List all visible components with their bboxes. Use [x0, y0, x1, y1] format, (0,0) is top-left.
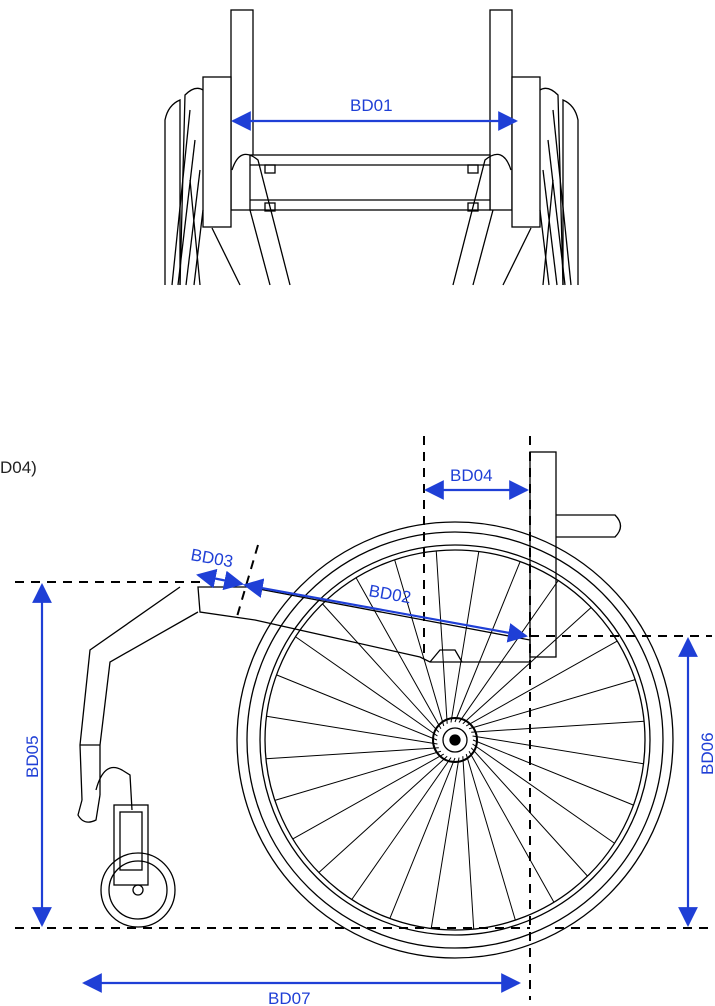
reference-lines — [15, 436, 712, 1000]
bd02-dimension-arrow — [243, 578, 528, 643]
wheel-spoke — [266, 715, 438, 745]
top-view-wheelchair — [164, 9, 579, 286]
cropped-side-note: D04) — [0, 458, 37, 477]
wheel-spoke — [472, 743, 615, 844]
bd01-label: BD01 — [350, 96, 393, 115]
wheel-spoke — [454, 561, 521, 723]
side-view-wheelchair — [77, 451, 674, 959]
wheel-spoke — [265, 747, 439, 760]
wheel-spoke — [462, 756, 475, 930]
wheel-spoke — [468, 679, 636, 730]
wheel-spoke — [472, 739, 634, 806]
wheel-spoke — [472, 735, 644, 765]
wheel-spoke — [468, 750, 555, 903]
wheel-spoke — [389, 757, 456, 919]
bd03-dimension-arrow — [196, 568, 244, 591]
bd03-label: BD03 — [189, 545, 234, 571]
wheel-spoke — [292, 753, 445, 840]
wheel-spoke — [462, 607, 592, 725]
wheel-spoke — [394, 559, 445, 727]
bd07-label: BD07 — [268, 989, 311, 1006]
wheel-spoke — [465, 753, 516, 921]
wheel-spoke — [435, 550, 448, 724]
wheel-spoke — [318, 755, 448, 873]
wheel-spoke — [430, 757, 460, 929]
wheel-spoke — [276, 674, 438, 741]
wheel-spoke — [351, 757, 452, 900]
bd06-label: BD06 — [698, 732, 715, 775]
wheel-spoke — [458, 580, 559, 723]
bd04-label: BD04 — [450, 466, 493, 485]
wheel-spoke — [471, 720, 645, 733]
wheel-spoke — [295, 636, 438, 737]
wheel-spoke — [465, 640, 618, 727]
bd02-label: BD02 — [367, 581, 412, 607]
wheel-spoke — [274, 750, 442, 801]
bd05-label: BD05 — [23, 735, 42, 778]
